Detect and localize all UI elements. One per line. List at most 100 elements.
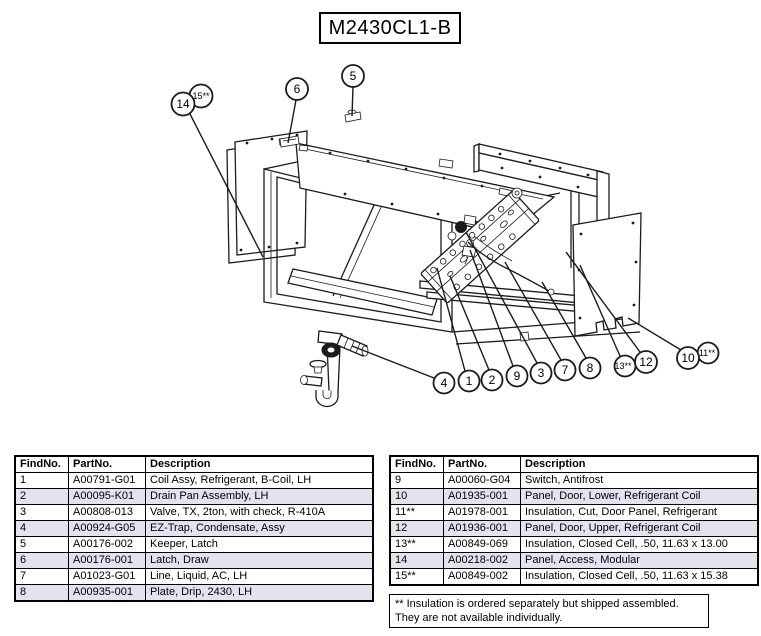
table-cell: 5: [14, 536, 69, 553]
callout-10: 10: [676, 346, 700, 370]
table-cell: A00791-G01: [68, 472, 146, 489]
svg-text:11**: 11**: [699, 348, 716, 358]
column-header: FindNo.: [389, 455, 444, 473]
table-header-row: FindNo.PartNo.Description: [14, 455, 374, 473]
table-cell: Switch, Antifrost: [520, 472, 759, 489]
svg-text:4: 4: [441, 376, 448, 390]
table-cell: 8: [14, 584, 69, 602]
table-cell: A01936-001: [443, 520, 521, 537]
antifrost-switch: [461, 245, 477, 265]
svg-text:10: 10: [681, 351, 695, 365]
callout-11: 11**: [696, 341, 720, 365]
callout-3: 3: [529, 361, 553, 385]
callout-14: 14: [170, 91, 196, 117]
column-header: FindNo.: [14, 455, 69, 473]
svg-text:8: 8: [587, 361, 594, 375]
table-cell: A00924-G05: [68, 520, 146, 537]
table-cell: 3: [14, 504, 69, 521]
table-cell: A00176-001: [68, 552, 146, 569]
table-cell: A00218-002: [443, 552, 521, 569]
callout-9: 9: [505, 364, 529, 388]
callout-8: 8: [578, 356, 602, 380]
table-cell: Panel, Door, Upper, Refrigerant Coil: [520, 520, 759, 537]
leader-lines: [189, 86, 682, 379]
access-panel-modular: [226, 130, 308, 264]
footnote-line-1: ** Insulation is ordered separately but …: [395, 598, 679, 610]
table-cell: Insulation, Closed Cell, .50, 11.63 x 13…: [520, 536, 759, 553]
table-cell: A00095-K01: [68, 488, 146, 505]
coil-assembly: [420, 190, 540, 304]
callout-4: 4: [432, 371, 456, 395]
table-cell: 9: [389, 472, 444, 489]
table-cell: 12: [389, 520, 444, 537]
latch-keeper-mid: [438, 158, 454, 169]
table-cell: Panel, Door, Lower, Refrigerant Coil: [520, 488, 759, 505]
insulation-footnote: ** Insulation is ordered separately but …: [389, 594, 709, 628]
svg-text:7: 7: [562, 363, 569, 377]
callouts: 15** 14 6 5 4 1: [170, 64, 720, 395]
column-header: Description: [145, 455, 374, 473]
table-cell: Valve, TX, 2ton, with check, R-410A: [145, 504, 374, 521]
table-cell: Insulation, Cut, Door Panel, Refrigerant: [520, 504, 759, 521]
column-header: PartNo.: [443, 455, 521, 473]
table-cell: A01023-G01: [68, 568, 146, 585]
table-cell: A00060-G04: [443, 472, 521, 489]
table-cell: A01935-001: [443, 488, 521, 505]
svg-text:6: 6: [294, 82, 301, 96]
callout-12: 12: [634, 350, 658, 374]
table-cell: A00849-002: [443, 568, 521, 586]
table-cell: 15**: [389, 568, 444, 586]
svg-text:5: 5: [350, 69, 357, 83]
table-cell: A00935-001: [68, 584, 146, 602]
table-cell: 2: [14, 488, 69, 505]
svg-text:1: 1: [466, 374, 473, 388]
table-cell: 14: [389, 552, 444, 569]
tx-valve: [447, 214, 477, 247]
table-cell: A00849-069: [443, 536, 521, 553]
svg-text:9: 9: [514, 369, 521, 383]
lower-door-panel: [572, 212, 642, 337]
latch-keeper-floating: [344, 109, 362, 123]
table-cell: A00808-013: [68, 504, 146, 521]
table-cell: Insulation, Closed Cell, .50, 11.63 x 15…: [520, 568, 759, 586]
table-cell: Drain Pan Assembly, LH: [145, 488, 374, 505]
table-cell: A01978-001: [443, 504, 521, 521]
table-cell: Plate, Drip, 2430, LH: [145, 584, 374, 602]
table-cell: Latch, Draw: [145, 552, 374, 569]
table-cell: 7: [14, 568, 69, 585]
callout-6: 6: [285, 77, 309, 101]
table-cell: 1: [14, 472, 69, 489]
table-cell: EZ-Trap, Condensate, Assy: [145, 520, 374, 537]
callout-5: 5: [341, 64, 365, 88]
svg-text:2: 2: [489, 373, 496, 387]
table-cell: 4: [14, 520, 69, 537]
table-cell: Panel, Access, Modular: [520, 552, 759, 569]
upper-door-panel: [473, 143, 610, 229]
column-header: Description: [520, 455, 759, 473]
svg-text:12: 12: [639, 355, 653, 369]
table-cell: 10: [389, 488, 444, 505]
draw-latch: [279, 135, 309, 152]
title-box: M2430CL1-B: [319, 12, 461, 44]
svg-text:14: 14: [176, 97, 190, 111]
column-header: PartNo.: [68, 455, 146, 473]
table-cell: Line, Liquid, AC, LH: [145, 568, 374, 585]
svg-text:15**: 15**: [192, 91, 210, 101]
table-cell: 11**: [389, 504, 444, 521]
table-header-row: FindNo.PartNo.Description: [389, 455, 759, 473]
condensate-trap: [300, 330, 369, 408]
